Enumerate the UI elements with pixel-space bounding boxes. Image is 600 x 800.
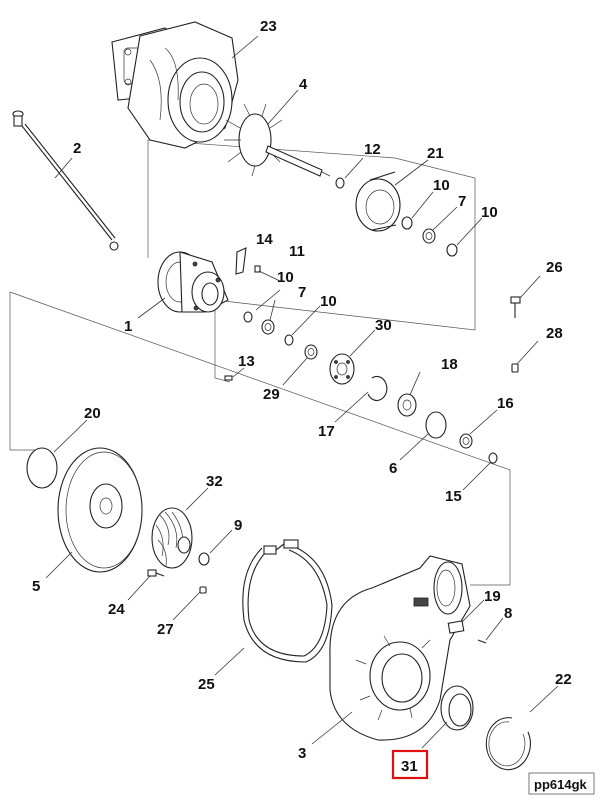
- part-15-piston-ring[interactable]: [488, 452, 498, 464]
- callout-31[interactable]: 31: [401, 758, 418, 775]
- callout-11[interactable]: 11: [289, 243, 305, 260]
- part-4-turbine-wheel-shaft[interactable]: [224, 103, 331, 177]
- callout-30[interactable]: 30: [375, 317, 392, 334]
- callout-32[interactable]: 32: [206, 473, 223, 490]
- callout-21[interactable]: 21: [427, 145, 444, 162]
- part-28-plug[interactable]: [511, 363, 519, 373]
- callout-7[interactable]: 7: [458, 193, 466, 210]
- part-10-ring-c[interactable]: [243, 311, 253, 323]
- part-2-drain-probe[interactable]: [12, 110, 119, 251]
- part-31-compressor-insert[interactable]: [440, 685, 474, 731]
- part-29-journal-bearing[interactable]: [304, 344, 318, 360]
- callout-labels: 23 4 2 12 21 10 7 10 14 11 10 7 10 26 1 …: [32, 18, 572, 780]
- callout-8[interactable]: 8: [504, 605, 512, 622]
- part-10-ring-a[interactable]: [401, 216, 413, 230]
- callout-10[interactable]: 10: [320, 293, 337, 310]
- part-23-turbine-housing[interactable]: [111, 21, 239, 149]
- callout-16[interactable]: 16: [497, 395, 514, 412]
- callout-25[interactable]: 25: [198, 676, 215, 693]
- callout-5[interactable]: 5: [32, 578, 40, 595]
- callout-20[interactable]: 20: [84, 405, 101, 422]
- callout-2[interactable]: 2: [73, 140, 81, 157]
- callout-22[interactable]: 22: [555, 671, 572, 688]
- part-12-ring[interactable]: [335, 177, 345, 189]
- part-16-thrust-collar[interactable]: [459, 433, 473, 449]
- part-7-nut-b[interactable]: [261, 319, 275, 335]
- leader-lines: [45, 35, 559, 749]
- callout-19[interactable]: 19: [484, 588, 501, 605]
- callout-17[interactable]: 17: [318, 423, 335, 440]
- part-17-snap-ring[interactable]: [367, 375, 388, 401]
- callout-24[interactable]: 24: [108, 601, 125, 618]
- callout-1[interactable]: 1: [124, 318, 132, 335]
- callout-4[interactable]: 4: [299, 76, 308, 93]
- callout-18[interactable]: 18: [441, 356, 458, 373]
- callout-7[interactable]: 7: [298, 284, 306, 301]
- part-1-bearing-housing[interactable]: [157, 251, 229, 313]
- part-6-o-ring[interactable]: [425, 411, 447, 439]
- callout-27[interactable]: 27: [157, 621, 174, 638]
- part-20-o-ring[interactable]: [26, 447, 58, 489]
- part-27-bolt[interactable]: [199, 586, 207, 594]
- part-18-seal-plate[interactable]: [397, 393, 417, 417]
- callout-10[interactable]: 10: [481, 204, 498, 221]
- part-5-compressor-back-plate[interactable]: [57, 447, 143, 573]
- part-10-ring-b[interactable]: [446, 243, 458, 257]
- part-14-lock-plate[interactable]: [235, 247, 247, 275]
- part-7-nut-a[interactable]: [422, 228, 436, 244]
- part-9-lock-nut[interactable]: [198, 552, 210, 566]
- part-22-retaining-ring-inner: [488, 721, 526, 767]
- callout-10[interactable]: 10: [277, 269, 294, 286]
- callout-12[interactable]: 12: [364, 141, 381, 158]
- part-19-name-plate[interactable]: [447, 620, 465, 634]
- part-21-heat-shield[interactable]: [355, 171, 401, 232]
- part-24-bolt[interactable]: [147, 569, 165, 577]
- part-26-bolt[interactable]: [510, 296, 521, 318]
- part-13-pin[interactable]: [224, 375, 233, 381]
- part-8-drive-screw[interactable]: [477, 639, 487, 644]
- callout-6[interactable]: 6: [389, 460, 397, 477]
- callout-3[interactable]: 3: [298, 745, 306, 762]
- part-22-retaining-ring[interactable]: [485, 717, 531, 771]
- drawing-code-box: pp614gk: [528, 772, 595, 795]
- callout-29[interactable]: 29: [263, 386, 280, 403]
- callout-10[interactable]: 10: [433, 177, 450, 194]
- part-30-thrust-bearing[interactable]: [329, 353, 355, 385]
- part-11-screw[interactable]: [254, 265, 261, 273]
- callout-13[interactable]: 13: [238, 353, 255, 370]
- part-32-compressor-wheel[interactable]: [151, 507, 193, 569]
- callout-28[interactable]: 28: [546, 325, 563, 342]
- part-3-compressor-cover[interactable]: [329, 555, 471, 741]
- part-25-v-band-clamp[interactable]: [242, 539, 333, 663]
- part-10-ring-d[interactable]: [284, 334, 294, 346]
- callout-9[interactable]: 9: [234, 517, 242, 534]
- drawing-code: pp614gk: [534, 777, 588, 792]
- callout-31-highlight-box: [391, 749, 429, 780]
- callout-26[interactable]: 26: [546, 259, 563, 276]
- callout-15[interactable]: 15: [445, 488, 462, 505]
- callout-14[interactable]: 14: [256, 231, 273, 248]
- callout-23[interactable]: 23: [260, 18, 277, 35]
- assembly-boundary-lines: [9, 139, 511, 586]
